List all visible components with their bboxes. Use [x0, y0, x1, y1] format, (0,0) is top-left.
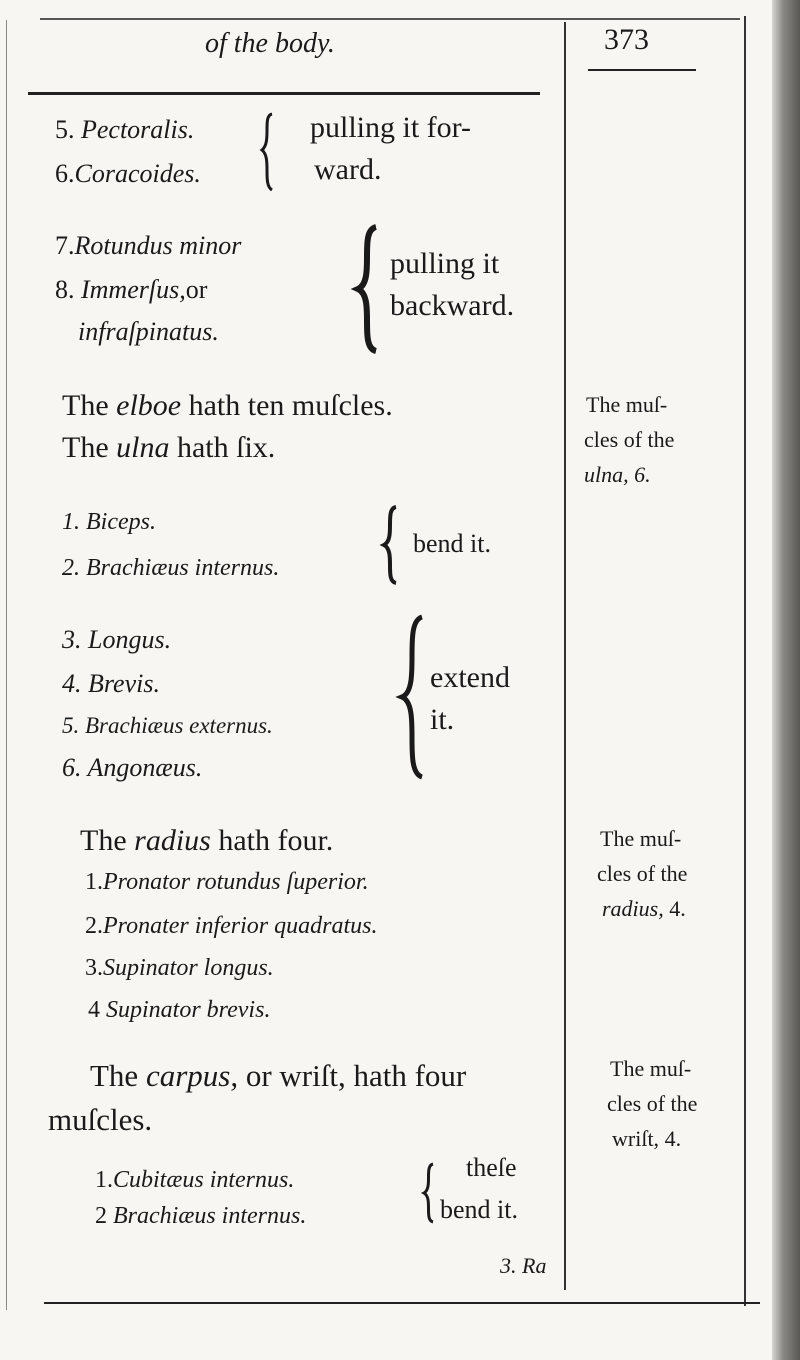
brace-icon: [420, 1162, 434, 1224]
header-rule: [28, 92, 540, 95]
action-text: it.: [430, 703, 455, 736]
brace-icon: [259, 112, 274, 192]
list-item: 3. Longus.: [62, 625, 172, 654]
paragraph: The elboe hath ten muſcles.: [62, 389, 393, 422]
list-item: 5. Brachiæus externus.: [62, 713, 273, 738]
action-text: bend it.: [413, 529, 491, 558]
list-item: infraſpinatus.: [78, 317, 219, 346]
brace-icon: [395, 614, 424, 780]
margin-note: The muſ-: [600, 826, 682, 851]
running-title: of the body.: [205, 28, 335, 59]
paragraph: The carpus, or wriſt, hath four: [90, 1058, 467, 1093]
list-item: 2.Pronater inferior quadratus.: [85, 913, 378, 939]
paragraph: muſcles.: [48, 1102, 153, 1137]
paragraph: The ulna hath ſix.: [62, 431, 276, 464]
margin-note: The muſ-: [586, 392, 668, 417]
margin-note: cles of the: [607, 1091, 698, 1116]
margin-divider: [564, 22, 566, 1290]
brace-icon: [379, 505, 397, 585]
list-item: 1.Cubitæus internus.: [95, 1167, 295, 1193]
action-text: bend it.: [440, 1195, 518, 1224]
list-item: 8. Immerſus,or: [55, 275, 208, 304]
action-text: extend: [430, 661, 510, 694]
list-item: 6. Angonæus.: [62, 753, 203, 782]
list-item: 6.Coracoides.: [55, 159, 201, 188]
list-item: 1. Biceps.: [62, 509, 156, 535]
paragraph: The radius hath four.: [80, 824, 334, 857]
margin-note: The muſ-: [610, 1056, 692, 1081]
margin-note: cles of the: [584, 427, 675, 452]
right-border: [744, 16, 746, 1306]
list-item: 2. Brachiæus internus.: [62, 555, 280, 581]
action-text: theſe: [466, 1153, 517, 1182]
list-item: 7.Rotundus minor: [55, 231, 242, 260]
action-text: pulling it: [390, 247, 500, 280]
left-border: [6, 20, 7, 1310]
list-item: 4 Supinator brevis.: [88, 997, 271, 1023]
book-edge: [772, 0, 800, 1360]
list-item: 2 Brachiæus internus.: [95, 1203, 307, 1229]
margin-note: wriſt, 4.: [612, 1126, 682, 1151]
top-rule: [40, 18, 740, 20]
page-number-rule: [588, 69, 696, 71]
action-text: pulling it for-: [310, 111, 472, 144]
bottom-rule: [44, 1302, 760, 1304]
list-item: 3.Supinator longus.: [85, 955, 274, 981]
action-text: backward.: [390, 289, 515, 322]
margin-note: ulna, 6.: [584, 462, 651, 487]
margin-note: radius, 4.: [602, 896, 686, 921]
list-item: 1.Pronator rotundus ſuperior.: [85, 869, 369, 895]
brace-icon: [350, 224, 378, 354]
catchword: 3. Ra: [500, 1253, 547, 1278]
list-item: 5. Pectoralis.: [55, 115, 195, 144]
list-item: 4. Brevis.: [62, 669, 160, 698]
margin-note: cles of the: [597, 861, 688, 886]
action-text: ward.: [314, 153, 382, 186]
page-number: 373: [604, 23, 649, 56]
